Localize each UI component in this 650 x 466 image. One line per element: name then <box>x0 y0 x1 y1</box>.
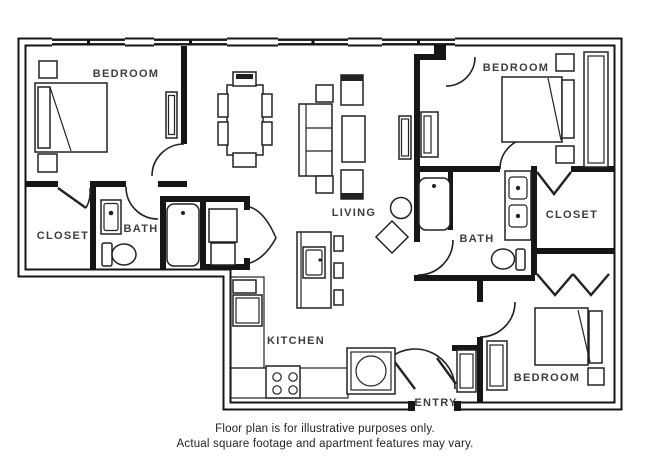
kitchen-island-icon <box>296 231 332 309</box>
double-doors-closet2 <box>536 171 572 196</box>
bed-icon <box>534 307 603 366</box>
toilet-icon <box>490 248 526 271</box>
bedroom1-furniture <box>34 60 178 173</box>
door-arc-bedroom2 <box>445 56 476 87</box>
bath1-fixtures <box>100 199 200 267</box>
door-leaf-closet1 <box>57 187 87 209</box>
entry-closet-shelf-icon <box>456 349 477 393</box>
chair-icon <box>374 219 410 255</box>
washer-dryer-icon <box>208 208 238 266</box>
door-leaf-laundry-left <box>249 206 277 239</box>
door-arc-bath1 <box>125 186 159 220</box>
bedroom3-furniture <box>486 307 605 391</box>
window-icon <box>278 37 348 47</box>
bar-stool-icon <box>333 262 344 279</box>
room-label-bath2: BATH <box>460 233 495 245</box>
room-label-entry: ENTRY <box>414 397 457 409</box>
outer-walls <box>17 37 623 411</box>
kitchen-fixtures <box>230 231 396 399</box>
toilet-icon <box>101 242 137 267</box>
room-label-bath1: BATH <box>124 223 159 235</box>
disclaimer-line-1: Floor plan is for illustrative purposes … <box>215 423 435 435</box>
window-icon <box>52 37 125 47</box>
window-icon <box>154 37 227 47</box>
dining-chair-icon <box>217 121 229 146</box>
room-label-closet1: CLOSET <box>37 230 89 242</box>
door-arc-bedroom3 <box>479 301 516 338</box>
wardrobe-icon <box>583 51 609 168</box>
window-icon <box>382 37 455 47</box>
interior-walls <box>26 44 614 411</box>
bathtub-icon <box>418 177 451 231</box>
windows <box>52 37 455 47</box>
armchair-icon <box>340 74 364 106</box>
door-arc-bath2 <box>417 239 454 276</box>
dining-table-icon <box>226 84 264 156</box>
nightstand-icon <box>555 145 575 164</box>
refrigerator-icon <box>232 294 263 327</box>
door-arc-entry <box>390 348 456 390</box>
dresser-icon <box>420 111 439 158</box>
entry-opening <box>415 399 454 412</box>
side-table-icon <box>315 175 334 194</box>
room-label-bedroom1: BEDROOM <box>93 68 160 80</box>
nightstand-icon <box>555 53 575 72</box>
sofa-icon <box>298 103 333 177</box>
armchair-icon <box>340 169 364 200</box>
bath2-fixtures <box>418 170 532 271</box>
dining-chair-icon <box>217 93 229 118</box>
stove-icon <box>265 365 301 399</box>
dining-chair-icon <box>261 93 273 118</box>
door-arc-closet1 <box>85 187 92 209</box>
bed-icon <box>501 76 575 143</box>
disclaimer-line-2: Actual square footage and apartment feat… <box>177 438 474 450</box>
disclaimer: Floor plan is for illustrative purposes … <box>177 423 474 450</box>
room-label-bedroom2: BEDROOM <box>483 62 550 74</box>
bar-stool-icon <box>333 289 344 306</box>
dining-chair-icon <box>232 71 257 87</box>
room-label-bedroom3: BEDROOM <box>514 372 581 384</box>
coffee-table-icon <box>341 115 366 163</box>
console-table-icon <box>398 115 412 160</box>
door-arc-bedroom1 <box>151 143 185 177</box>
vanity-sink-icon <box>100 199 122 235</box>
bifold-doors-bedroom3-closet <box>536 273 610 297</box>
nightstand-icon <box>587 367 605 386</box>
double-vanity-icon <box>504 170 532 241</box>
bedroom2-furniture <box>420 51 609 168</box>
side-table-icon <box>315 84 334 103</box>
bathtub-icon <box>166 203 200 267</box>
nightstand-icon <box>37 153 58 173</box>
bed-icon <box>34 82 108 153</box>
dining-set <box>217 71 273 168</box>
room-labels: BEDROOM BEDROOM CLOSET BATH LIVING BATH … <box>37 62 598 409</box>
dining-chair-icon <box>261 121 273 146</box>
bar-stool-icon <box>333 235 344 252</box>
round-table-icon <box>389 196 413 220</box>
room-label-closet2: CLOSET <box>546 209 598 221</box>
appliance-icon <box>232 279 257 294</box>
dresser-icon <box>165 91 178 139</box>
door-leaf-laundry-right <box>249 237 277 264</box>
living-furniture <box>298 74 413 255</box>
nightstand-icon <box>38 60 58 79</box>
room-label-kitchen: KITCHEN <box>267 335 325 347</box>
room-label-living: LIVING <box>332 207 376 219</box>
door-leaf-entry-closet <box>436 357 457 385</box>
kitchen-sink-icon <box>346 347 396 395</box>
dresser-icon <box>486 340 508 391</box>
dining-chair-icon <box>232 152 257 168</box>
